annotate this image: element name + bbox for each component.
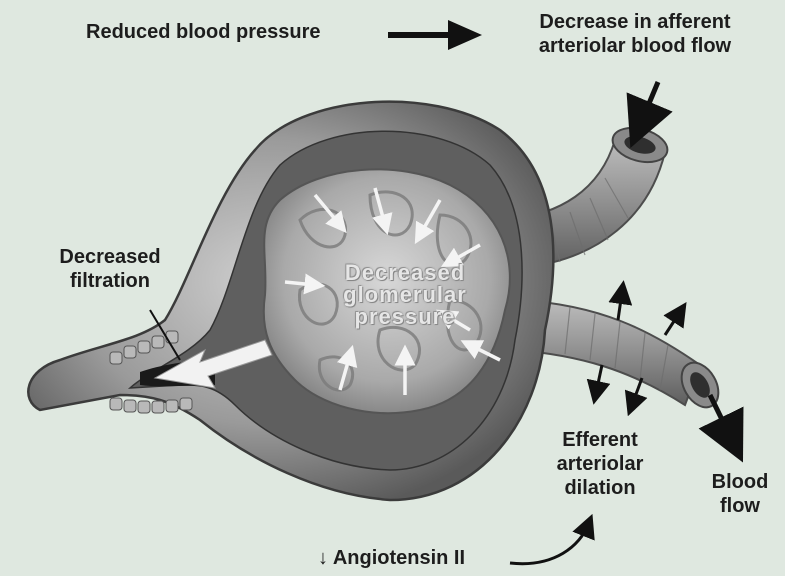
glomerular-line1: Decreased: [315, 262, 495, 284]
blood-flow-label: Blood flow: [700, 470, 780, 518]
reduced-bp-label: Reduced blood pressure: [86, 20, 321, 44]
efferent-line1: Efferent: [545, 428, 655, 452]
afferent-label-line2: arteriolar blood flow: [510, 34, 760, 58]
efferent-line2: arteriolar: [545, 452, 655, 476]
decreased-filtration-line2: filtration: [45, 269, 175, 293]
blood-flow-arrow: [710, 395, 732, 440]
afferent-label-line1: Decrease in afferent: [510, 10, 760, 34]
bp-arrow: [388, 20, 482, 50]
angiotensin-label: ↓ Angiotensin II: [318, 546, 465, 570]
glomerular-line2: glomerular: [315, 284, 495, 306]
afferent-label: Decrease in afferent arteriolar blood fl…: [510, 10, 760, 58]
glomerular-pressure-label: Decreased glomerular pressure: [315, 262, 495, 328]
glomerular-line3: pressure: [315, 306, 495, 328]
angiotensin-arrow: [510, 525, 588, 564]
blood-flow-line1: Blood: [700, 470, 780, 494]
decreased-filtration-line1: Decreased: [45, 245, 175, 269]
efferent-line3: dilation: [545, 476, 655, 500]
decreased-filtration-label: Decreased filtration: [45, 245, 175, 293]
blood-flow-line2: flow: [700, 494, 780, 518]
afferent-flow-arrow: [640, 82, 658, 125]
efferent-dilation-label: Efferent arteriolar dilation: [545, 428, 655, 500]
